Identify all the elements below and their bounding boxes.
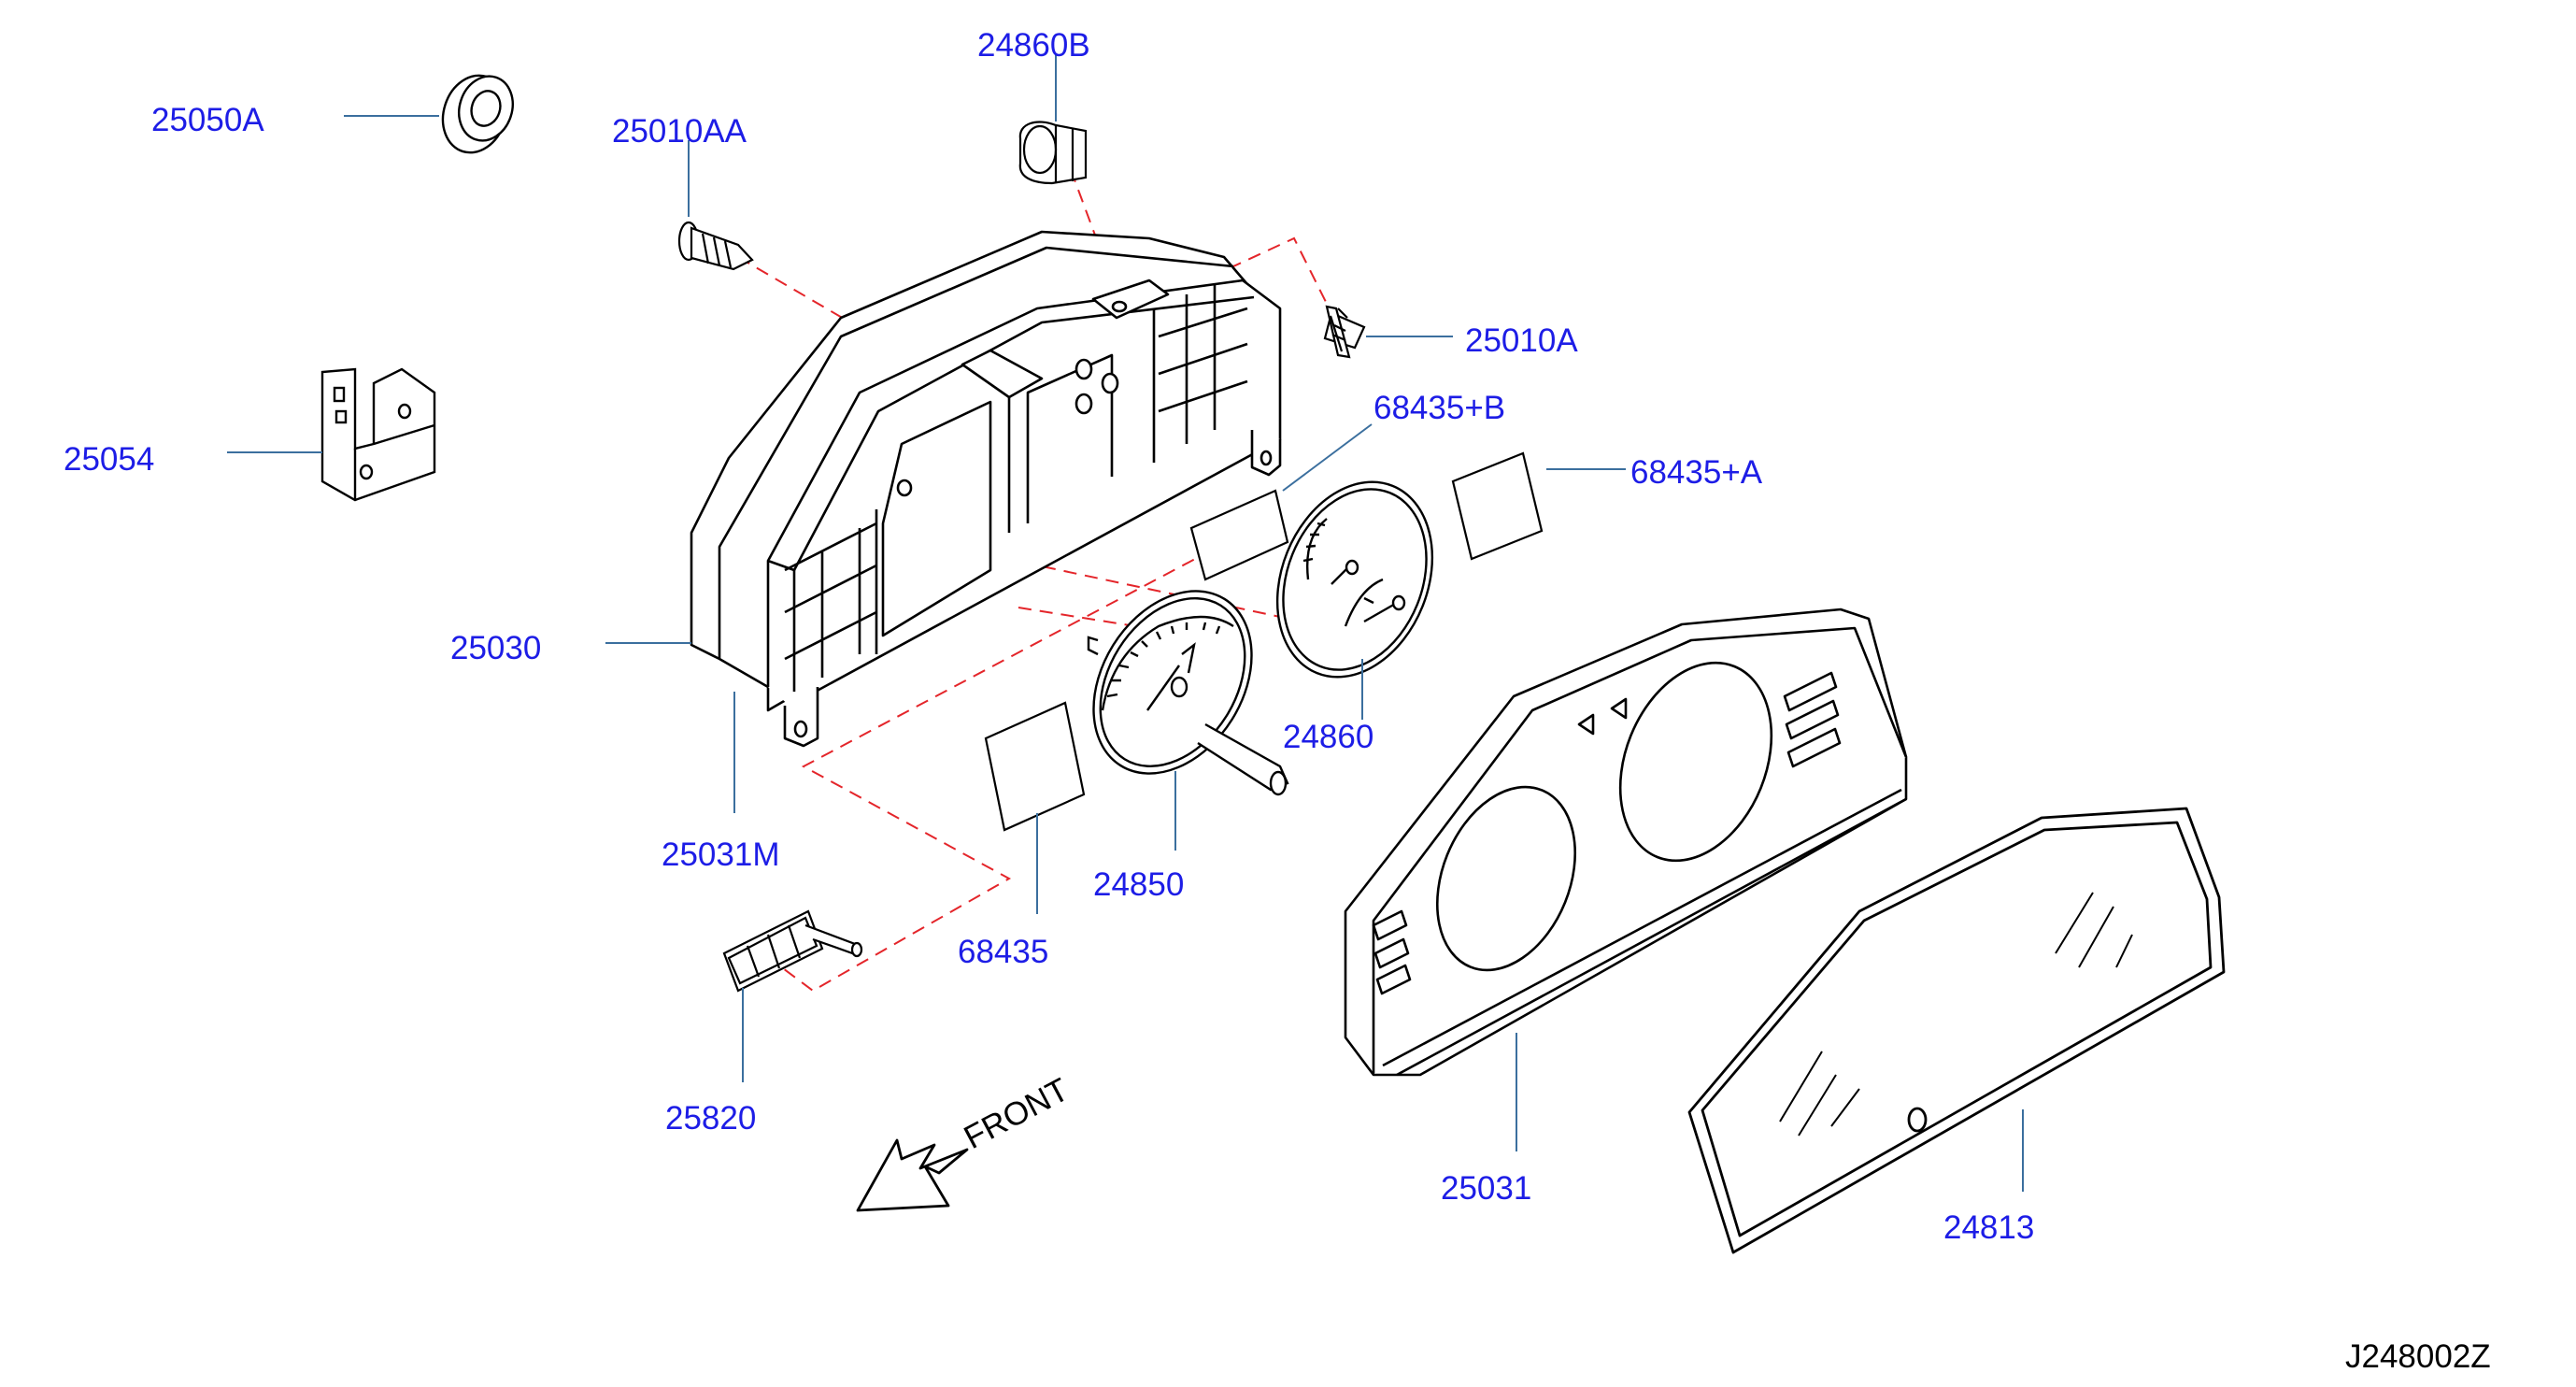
label-68435[interactable]: 68435 [958, 934, 1048, 970]
diagram-code: J248002Z [2345, 1338, 2491, 1375]
front-arrow-icon [856, 1138, 969, 1212]
film-68435B[interactable] [1189, 489, 1289, 581]
film-68435A[interactable] [1451, 451, 1544, 561]
part-labels: 25050A 25010AA 24860B 25010A 25054 68435… [64, 27, 2034, 1246]
label-68435A[interactable]: 68435+A [1630, 454, 1763, 491]
meter-housing-25030[interactable] [690, 230, 1282, 748]
bracket-25054[interactable] [320, 367, 436, 502]
glass-24813[interactable] [1687, 807, 2226, 1254]
leader-lines [227, 54, 2024, 1192]
label-25050A[interactable]: 25050A [151, 102, 264, 138]
film-68435[interactable] [984, 701, 1086, 832]
speedometer-24850[interactable] [1061, 562, 1289, 803]
label-24860[interactable]: 24860 [1283, 719, 1373, 755]
clip-24860B[interactable] [1018, 121, 1088, 185]
label-25010A[interactable]: 25010A [1465, 322, 1578, 359]
label-24813[interactable]: 24813 [1943, 1209, 2034, 1246]
gauge-24860[interactable] [1249, 459, 1460, 701]
meter-mask-25031[interactable] [1344, 608, 1908, 1077]
indicator-lamp-25820[interactable] [722, 909, 863, 993]
label-25820[interactable]: 25820 [665, 1100, 756, 1137]
label-24860B[interactable]: 24860B [977, 27, 1090, 64]
label-68435B[interactable]: 68435+B [1373, 390, 1505, 426]
label-24850[interactable]: 24850 [1093, 866, 1184, 903]
label-25031M[interactable]: 25031M [662, 836, 779, 873]
grommet-25050A[interactable] [434, 67, 521, 161]
label-25030[interactable]: 25030 [450, 630, 541, 666]
label-25010AA[interactable]: 25010AA [612, 113, 747, 150]
screw-25010A[interactable] [1323, 305, 1366, 359]
screw-25010AA[interactable] [677, 221, 754, 271]
label-25031[interactable]: 25031 [1441, 1170, 1531, 1207]
label-25054[interactable]: 25054 [64, 441, 154, 478]
front-label: FRONT [958, 1071, 1075, 1156]
